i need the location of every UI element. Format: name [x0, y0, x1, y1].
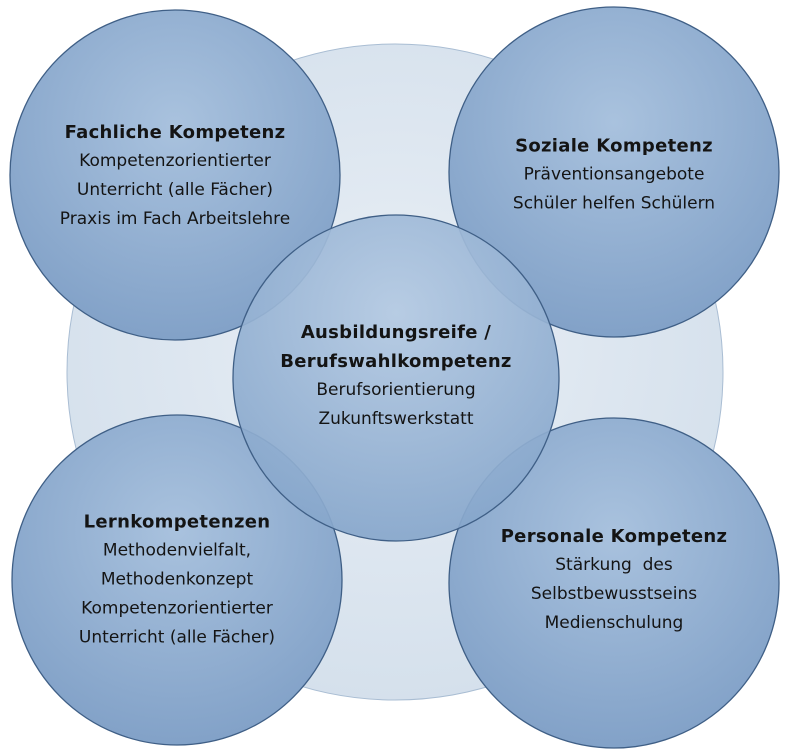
circle-top-left	[9, 9, 341, 341]
text-line: Unterricht (alle Fächer)	[76, 180, 274, 200]
circle-bottom-left	[11, 414, 343, 746]
text-line: Stärkung des	[555, 555, 673, 575]
text-line: Schüler helfen Schülern	[512, 193, 716, 214]
text-line: Unterricht (alle Fächer)	[78, 627, 276, 648]
title-ausbildungsreife: Ausbildungsreife /	[300, 322, 492, 343]
text-line: Medienschulung	[544, 613, 684, 633]
text-line: Kompetenzorientierter	[81, 598, 273, 619]
label-center: Ausbildungsreife / Berufswahlkompetenz B…	[280, 318, 511, 434]
text-line: Methodenvielfalt,	[102, 540, 252, 561]
circle-center	[232, 214, 560, 542]
title-lernkompetenzen: Lernkompetenzen	[83, 511, 271, 533]
text-line: Berufsorientierung	[316, 380, 476, 400]
text-line: Zukunftswerkstatt	[318, 409, 474, 429]
title-fachliche-kompetenz: Fachliche Kompetenz	[64, 122, 286, 143]
text-line: Methodenkonzept	[100, 569, 254, 590]
label-top-right: Soziale Kompetenz Präventionsangebote Sc…	[513, 132, 715, 219]
label-bottom-left: Lernkompetenzen Methodenvielfalt, Method…	[79, 508, 275, 653]
text-line: Präventionsangebote	[523, 164, 705, 185]
circle-top-right	[448, 6, 780, 338]
title-soziale-kompetenz: Soziale Kompetenz	[515, 135, 713, 157]
text-line: Selbstbewusstseins	[530, 584, 698, 604]
title-personale-kompetenz: Personale Kompetenz	[500, 526, 728, 547]
text-line: Kompetenzorientierter	[79, 151, 271, 171]
text-line: Praxis im Fach Arbeitslehre	[59, 209, 291, 229]
circle-bottom-right	[448, 417, 780, 749]
label-top-left: Fachliche Kompetenz Kompetenzorientierte…	[60, 118, 290, 234]
label-bottom-right: Personale Kompetenz Stärkung des Selbstb…	[501, 522, 728, 638]
title-berufswahlkompetenz: Berufswahlkompetenz	[280, 351, 512, 372]
